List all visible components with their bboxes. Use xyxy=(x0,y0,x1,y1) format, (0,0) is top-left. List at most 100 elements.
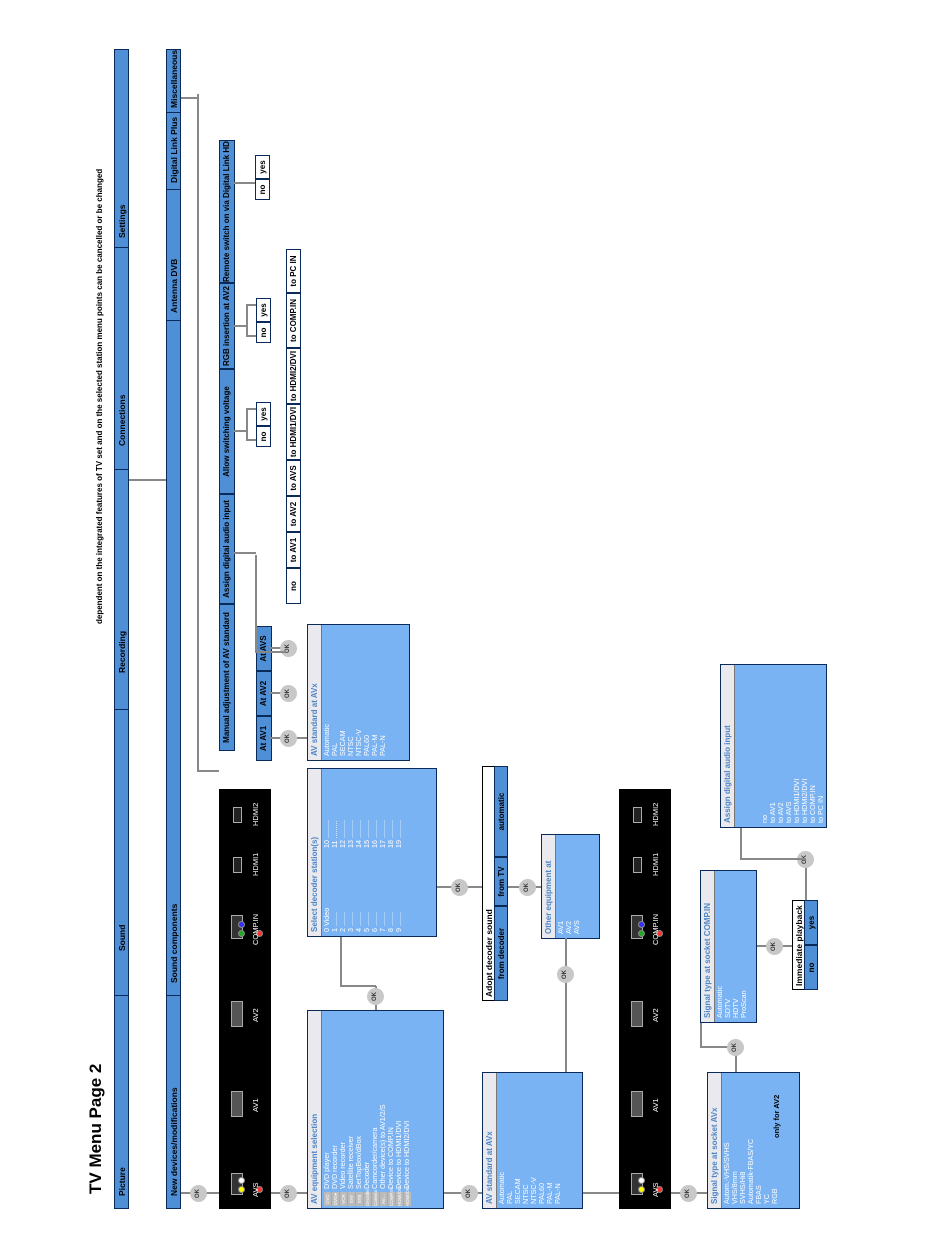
ok-icon[interactable]: OK xyxy=(557,966,574,983)
ok-icon[interactable]: OK xyxy=(280,685,297,702)
assign-audio-list: no to AV1 to AV2 to AVS to HDMI1/DVI to … xyxy=(760,669,825,823)
menu-recording[interactable]: Recording xyxy=(117,630,127,673)
list-item[interactable]: to PC IN xyxy=(816,795,825,823)
decoder-list-left: 0 Video 1 ....... 2 ....... 3 ....... 4 … xyxy=(322,862,403,932)
audio-target-av2[interactable]: to AV2 xyxy=(286,496,301,532)
list-item[interactable]: PAL-N xyxy=(553,1183,562,1204)
menu-settings[interactable]: Settings xyxy=(117,204,127,238)
socket-label-hdmi1: HDMI1 xyxy=(651,852,660,876)
tag-comp-icon: COMP.IN xyxy=(388,1187,395,1206)
menu-sound[interactable]: Sound xyxy=(117,924,127,951)
list-item[interactable]: to AV1 xyxy=(768,802,777,823)
socket-label-av1: AV1 xyxy=(651,1098,660,1112)
avs-socket-icon xyxy=(631,1173,663,1195)
ok-icon[interactable]: OK xyxy=(766,938,783,955)
decoder-list-right: 10 ......... 11 ......... 12 ......... 1… xyxy=(322,773,403,848)
socket-panel-bottom: AVS AV1 AV2 COMP.IN HDMI1 HDMI2 xyxy=(619,789,671,1209)
ok-icon[interactable]: OK xyxy=(367,988,384,1005)
tag-stb-icon: STB xyxy=(356,1192,363,1206)
ok-icon[interactable]: OK xyxy=(519,879,536,896)
main-menu-bar: Picture Sound Recording Connections Sett… xyxy=(114,49,129,1209)
rgb-insertion-no[interactable]: no xyxy=(256,322,271,343)
remote-switch-no[interactable]: no xyxy=(255,179,270,200)
avs-socket-icon xyxy=(231,1173,263,1195)
submenu-new-devices[interactable]: New devices/modifications xyxy=(169,1087,179,1196)
list-item[interactable]: to AV2 xyxy=(776,802,785,823)
hdmi1-socket-icon xyxy=(633,857,642,873)
conn-manual-av-standard[interactable]: Manual adjustment of AV standard xyxy=(219,604,235,751)
assign-audio-panel: Assign digital audio input no to AV1 to … xyxy=(720,664,827,828)
submenu-sound-components[interactable]: Sound components xyxy=(169,903,179,983)
adopt-automatic[interactable]: automatic xyxy=(494,766,508,857)
signal-type-panel: Signal type at socket AVx Autom.-VHS/SVH… xyxy=(707,1072,800,1209)
playback-no[interactable]: no xyxy=(804,945,818,990)
conn-assign-digital-audio[interactable]: Assign digital audio input xyxy=(219,494,235,604)
menu-picture[interactable]: Picture xyxy=(117,1167,127,1196)
ok-icon[interactable]: OK xyxy=(280,640,297,657)
list-item[interactable]: 19 ......... xyxy=(394,820,403,848)
tag-dvd-rec-icon: DVD● xyxy=(332,1192,339,1206)
list-item[interactable]: YC xyxy=(762,1194,771,1204)
list-item[interactable]: AVS xyxy=(572,920,581,934)
ok-icon[interactable]: OK xyxy=(727,1039,744,1056)
audio-target-hdmi1[interactable]: to HDMI1/DVI xyxy=(286,404,301,460)
socket-label-comp-in: COMP.IN xyxy=(651,913,660,945)
remote-switch-yes[interactable]: yes xyxy=(255,155,270,179)
socket-label-av1: AV1 xyxy=(251,1098,260,1112)
submenu-antenna-dvb[interactable]: Antenna DVB xyxy=(169,258,179,313)
list-item[interactable]: FBAS xyxy=(754,1185,763,1204)
socket-label-hdmi2: HDMI2 xyxy=(251,802,260,826)
adopt-from-decoder[interactable]: from decoder xyxy=(494,906,508,1001)
scart-av2-icon xyxy=(231,1001,243,1027)
list-item[interactable]: ProScan xyxy=(739,990,748,1018)
ok-icon[interactable]: OK xyxy=(280,730,297,747)
ok-icon[interactable]: OK xyxy=(680,1185,697,1202)
ok-icon[interactable]: OK xyxy=(190,1185,207,1202)
audio-target-comp-in[interactable]: to COMP.IN xyxy=(286,293,301,348)
ok-icon[interactable]: OK xyxy=(451,879,468,896)
menu-connections[interactable]: Connections xyxy=(117,394,127,446)
list-item[interactable]: 9 ....... xyxy=(394,912,403,932)
hdmi2-socket-icon xyxy=(633,807,642,823)
audio-target-hdmi2[interactable]: to HDMI2/DVI xyxy=(286,348,301,404)
list-item[interactable]: Automatic xyxy=(497,1172,506,1204)
av-standard-panel-lower: AV standard at AVx Automatic PAL SECAM N… xyxy=(482,1072,583,1209)
other-equipment-title: Other equipment at xyxy=(542,835,556,938)
list-item[interactable]: no xyxy=(760,815,769,823)
list-item[interactable]: SDTV xyxy=(723,998,732,1018)
adopt-from-tv[interactable]: from TV xyxy=(494,857,508,906)
audio-target-av1[interactable]: to AV1 xyxy=(286,532,301,568)
list-item[interactable]: AV1 xyxy=(556,920,565,934)
submenu-digital-link-plus[interactable]: Digital Link Plus xyxy=(169,116,179,183)
scart-av1-icon xyxy=(231,1091,243,1117)
list-item[interactable]: Device to HDMI2/DVI xyxy=(402,1120,411,1189)
socket-panel-top: AVS AV1 AV2 COMP.IN HDMI1 HDMI2 xyxy=(219,789,271,1209)
list-item[interactable]: PAL-N xyxy=(378,735,387,756)
decoder-stations-panel: Select decoder station(s) 0 Video 1 ....… xyxy=(307,768,437,937)
socket-label-hdmi2: HDMI2 xyxy=(651,802,660,826)
tag-vcr-icon: VCR xyxy=(340,1192,347,1206)
rgb-insertion-yes[interactable]: yes xyxy=(256,298,271,322)
conn-remote-switch-on[interactable]: Remote switch on via Digital Link HD xyxy=(219,140,235,283)
tag-av-icon: AV… xyxy=(380,1192,387,1206)
audio-target-avs[interactable]: to AVS xyxy=(286,460,301,496)
comp-in-title: Signal type at socket COMP.IN xyxy=(701,871,715,1022)
playback-yes[interactable]: yes xyxy=(804,900,818,945)
switching-voltage-yes[interactable]: yes xyxy=(256,402,271,426)
comp-in-list: Automatic SDTV HDTV ProScan xyxy=(715,875,748,1018)
rgb-note: only for AV2 xyxy=(772,1094,781,1138)
list-item[interactable]: Automatic xyxy=(715,986,724,1018)
submenu-miscellaneous[interactable]: Miscellaneous xyxy=(169,49,179,108)
tag-hdmi1-icon: HDMI/DVI xyxy=(396,1185,403,1206)
list-item[interactable]: Automatic xyxy=(322,724,331,756)
hdmi1-socket-icon xyxy=(233,857,242,873)
switching-voltage-no[interactable]: no xyxy=(256,426,271,447)
tag-hdmi2-icon: HDMI/DVI xyxy=(404,1185,411,1206)
audio-target-no[interactable]: no xyxy=(286,568,301,604)
ok-icon[interactable]: OK xyxy=(280,1185,297,1202)
ok-icon[interactable]: OK xyxy=(461,1185,478,1202)
decoder-title: Select decoder station(s) xyxy=(308,769,322,936)
audio-target-pc-in[interactable]: to PC IN xyxy=(286,249,301,293)
component-socket-icon xyxy=(631,915,663,939)
